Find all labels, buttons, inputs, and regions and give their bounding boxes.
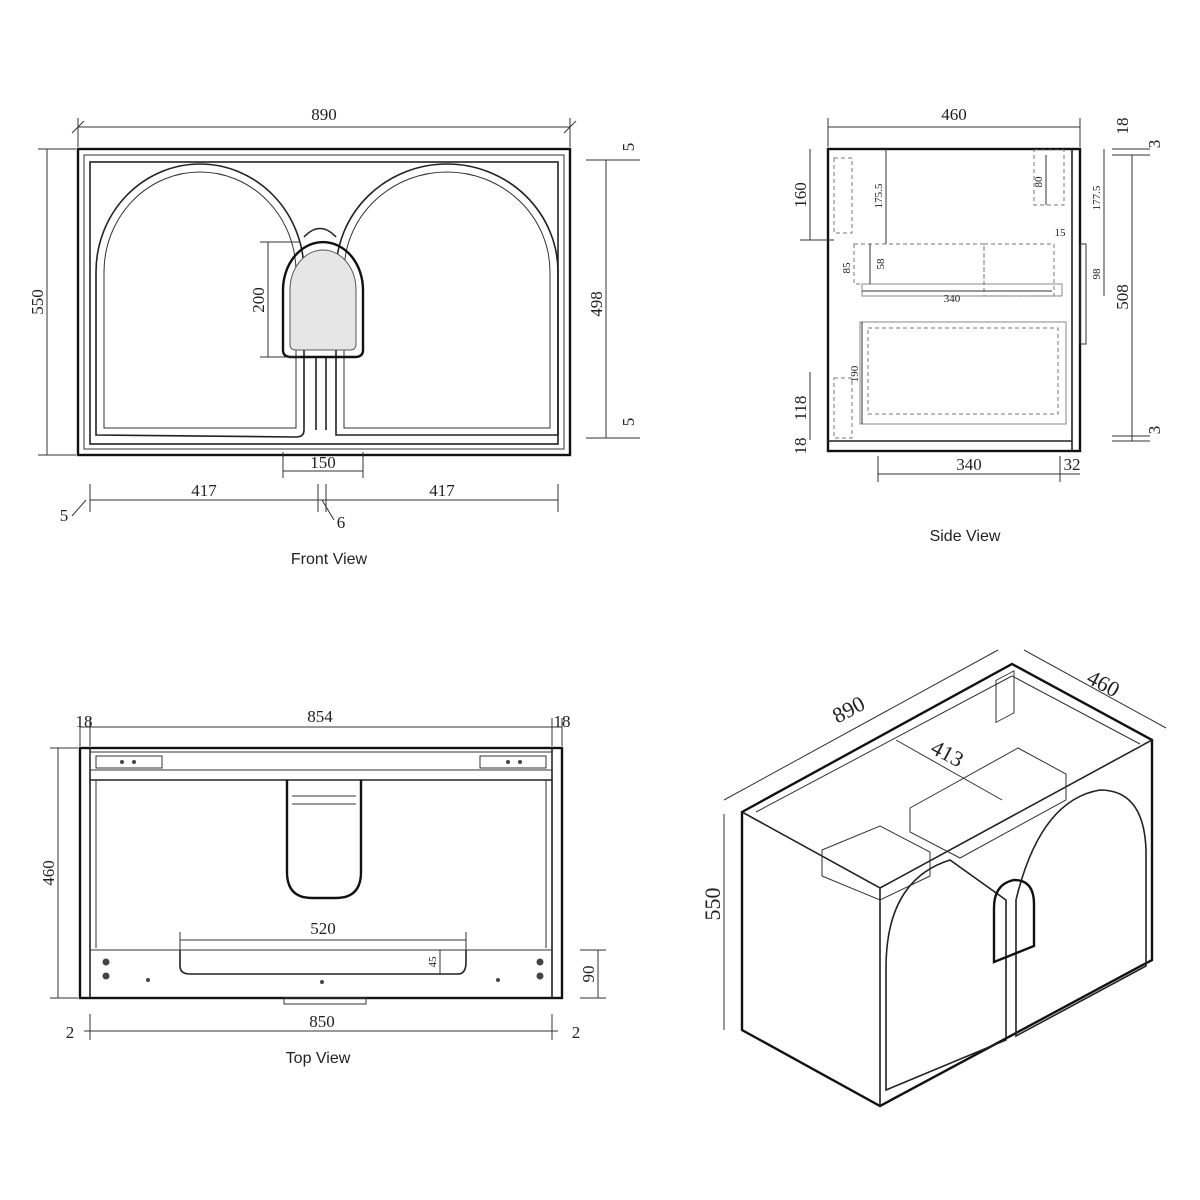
dim-460: 460 — [941, 105, 967, 124]
top-view-caption: Top View — [286, 1050, 351, 1067]
iso-tray-left — [821, 825, 931, 901]
dim-460-top: 460 — [39, 860, 58, 886]
dim-18-top: 18 — [1113, 118, 1132, 135]
dim-177-5: 177.5 — [1091, 185, 1103, 210]
dim-18-base: 18 — [791, 438, 810, 455]
top-drawer-base — [861, 283, 1063, 297]
dim-line-890-iso — [723, 649, 999, 801]
right-arch-outer — [335, 163, 559, 436]
dim-98: 98 — [1091, 268, 1103, 280]
rear-rail — [89, 751, 553, 771]
dim-3-bottom: 3 — [1145, 426, 1164, 435]
dim-508: 508 — [1113, 284, 1132, 310]
front-view: 890 550 498 5 5 200 150 417 417 5 6 — [28, 105, 640, 568]
top-drawer-side — [983, 243, 1055, 297]
dim-340-tray: 340 — [944, 293, 961, 305]
side-handle — [1079, 243, 1087, 345]
front-door-outline — [83, 154, 565, 450]
dim-bottom-5: 5 — [619, 418, 638, 427]
dim-15: 15 — [1055, 227, 1067, 239]
dim-850: 850 — [309, 1012, 335, 1031]
right-bracket — [479, 755, 547, 769]
dim-417-left: 417 — [191, 481, 217, 500]
dim-45: 45 — [427, 956, 439, 968]
dim-890-iso: 890 — [828, 691, 869, 729]
dim-6-centre: 6 — [337, 513, 346, 532]
left-arch-inner — [103, 171, 297, 429]
iso-left-arch — [885, 859, 1007, 1092]
dim-417-right: 417 — [429, 481, 455, 500]
dim-854: 854 — [307, 707, 333, 726]
iso-outline — [740, 662, 1154, 1108]
top-view: 18 854 18 460 520 45 90 850 2 2 Top View — [39, 707, 606, 1067]
dim-line-413-iso — [895, 739, 1003, 801]
dim-2-left: 2 — [66, 1023, 75, 1042]
dim-550-iso: 550 — [700, 888, 725, 921]
dim-85: 85 — [841, 262, 853, 274]
side-view-caption: Side View — [930, 528, 1001, 545]
dim-118: 118 — [791, 396, 810, 421]
dim-175-5: 175.5 — [873, 183, 885, 208]
iso-view: 890 460 550 413 — [700, 649, 1167, 1108]
dim-18-right: 18 — [554, 712, 571, 731]
dim-520: 520 — [310, 919, 336, 938]
plumbing-cutout — [285, 780, 363, 900]
dim-90: 90 — [579, 966, 598, 983]
screw-holes — [102, 760, 544, 984]
dim-32: 32 — [1064, 455, 1081, 474]
front-cutout — [179, 950, 467, 975]
left-bracket — [95, 755, 163, 769]
iso-inner-top — [755, 675, 1141, 813]
dim-58: 58 — [875, 258, 887, 270]
toe-handle — [283, 997, 367, 1005]
top-cabinet-outline — [78, 746, 564, 1000]
handle-inner — [289, 249, 357, 351]
front-view-caption: Front View — [291, 551, 368, 568]
dim-2-right: 2 — [572, 1023, 581, 1042]
dim-190: 190 — [849, 365, 861, 382]
arch-junction — [303, 227, 337, 238]
iso-right-arch — [1015, 789, 1147, 1038]
dim-550: 550 — [28, 289, 47, 315]
dim-3-top: 3 — [1145, 140, 1164, 149]
dim-160: 160 — [791, 182, 810, 208]
left-arch-outer — [95, 163, 305, 438]
iso-bracket — [995, 670, 1015, 724]
rear-bracket-top — [833, 157, 853, 234]
dim-413-iso: 413 — [927, 735, 968, 773]
leader — [71, 499, 87, 517]
dim-line-460-iso — [1023, 649, 1167, 729]
tick — [71, 120, 85, 134]
dim-890: 890 — [311, 105, 337, 124]
dim-80: 80 — [1033, 176, 1045, 188]
right-arch-inner — [343, 171, 551, 429]
dim-top-5: 5 — [619, 143, 638, 152]
front-cabinet-outline — [76, 147, 572, 457]
dim-498: 498 — [587, 291, 606, 317]
iso-tray-right — [909, 747, 1067, 859]
dim-340-bottom: 340 — [956, 455, 982, 474]
rear-bracket-bottom — [833, 377, 853, 439]
dim-5-side: 5 — [60, 506, 69, 525]
lower-drawer-inner — [867, 327, 1059, 415]
iso-handle — [992, 878, 1036, 964]
tick — [563, 120, 577, 134]
top-drawer — [853, 243, 985, 285]
dim-200: 200 — [249, 287, 268, 313]
dim-150: 150 — [310, 453, 336, 472]
front-bracket — [1033, 149, 1065, 206]
leader — [321, 499, 335, 521]
dim-18-left: 18 — [76, 712, 93, 731]
side-view: 460 18 3 160 175.5 80 177.5 15 85 58 340… — [791, 105, 1164, 545]
lower-drawer — [859, 321, 1067, 425]
dim-460-iso: 460 — [1083, 665, 1124, 703]
